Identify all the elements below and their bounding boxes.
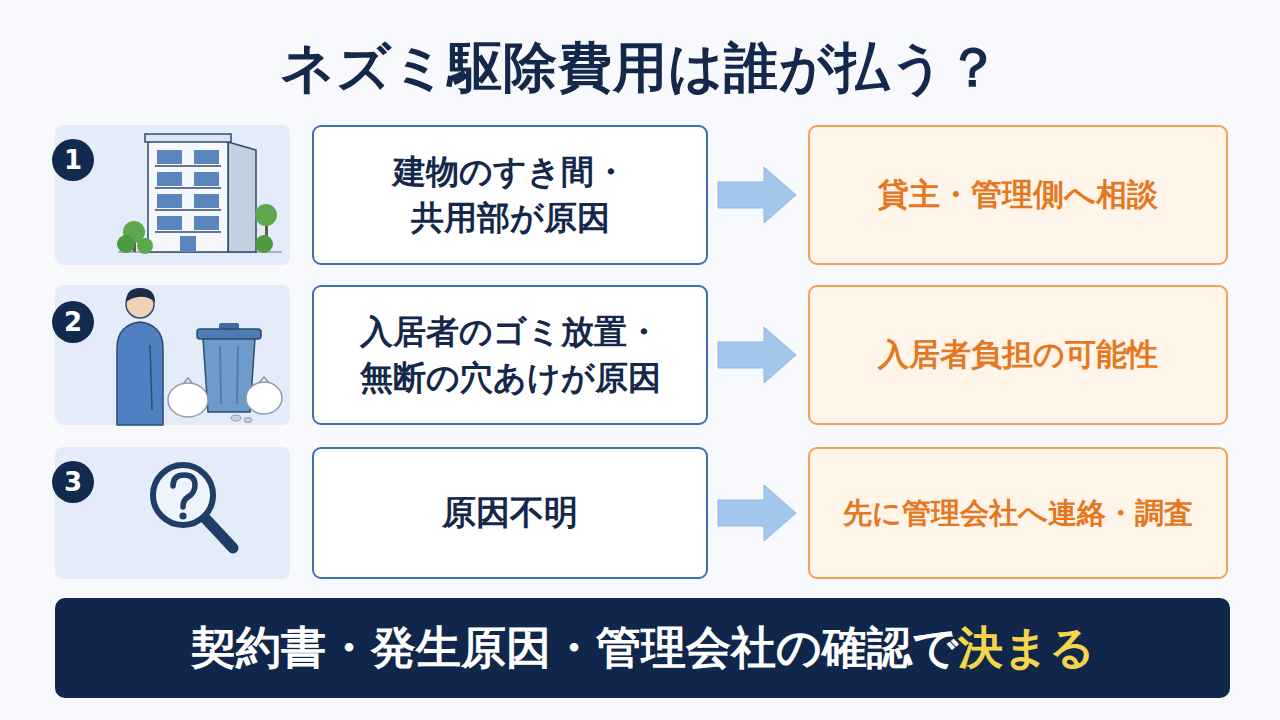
garbage-bag: [168, 383, 208, 417]
garbage-bag-tie: [183, 378, 193, 384]
trash-can-lid: [197, 329, 261, 339]
window: [194, 216, 219, 230]
magnifier-lens: [153, 465, 213, 525]
title-text: ネズミ駆除費用は誰が払う？: [0, 26, 1280, 110]
shrub: [255, 235, 273, 253]
cause-box: 建物のすき間・ 共用部が原因: [312, 125, 708, 265]
window: [194, 172, 219, 186]
illustration-panel: [55, 285, 290, 425]
shrub: [117, 235, 135, 253]
cause-text: 原因不明: [442, 489, 578, 537]
callout-number: 1: [52, 139, 94, 181]
outcome-box: 貸主・管理側へ相談: [808, 125, 1228, 265]
outcome-box: 入居者負担の可能性: [808, 285, 1228, 425]
summary-text: 契約書・発生原因・管理会社の確認で: [191, 621, 958, 675]
window: [194, 150, 219, 164]
cause-box: 入居者のゴミ放置・ 無断の穴あけが原因: [312, 285, 708, 425]
shrub: [137, 238, 153, 254]
question-glyph: [173, 475, 195, 507]
balcony-line: [155, 187, 221, 189]
window: [157, 194, 182, 208]
balcony-line: [155, 209, 221, 211]
window: [157, 150, 182, 164]
person-body: [117, 322, 163, 425]
illustration-panel: [55, 447, 290, 579]
summary-banner: 契約書・発生原因・管理会社の確認で決まる: [55, 598, 1230, 698]
building-illustration: [117, 134, 282, 254]
debris: [231, 415, 241, 421]
resident-illustration: [117, 288, 282, 425]
building-front: [148, 140, 228, 252]
person-hair: [126, 288, 155, 302]
person-arm: [150, 345, 152, 410]
callout-number: 2: [52, 301, 94, 343]
trash-can-rib: [220, 346, 221, 404]
entrance: [180, 236, 196, 252]
illustration-panel: [55, 125, 290, 265]
question-dot: [179, 512, 186, 519]
flow-arrow: [718, 327, 796, 383]
cause-box: 原因不明: [312, 447, 708, 579]
magnifier-illustration: [153, 465, 233, 548]
magnifier-handle: [205, 518, 233, 548]
outcome-text: 貸主・管理側へ相談: [878, 173, 1158, 216]
building-roof: [145, 134, 231, 142]
summary-text: 決まる: [958, 621, 1095, 675]
debris: [244, 418, 252, 423]
window: [157, 216, 182, 230]
window: [157, 172, 182, 186]
window: [194, 194, 219, 208]
flow-arrow: [718, 167, 796, 223]
tree: [255, 204, 277, 226]
balcony-line: [155, 231, 221, 233]
cause-text: 建物のすき間・ 共用部が原因: [328, 149, 692, 241]
outcome-text: 入居者負担の可能性: [878, 333, 1158, 376]
outcome-box: 先に管理会社へ連絡・調査: [808, 447, 1228, 579]
outcome-text: 先に管理会社へ連絡・調査: [843, 493, 1193, 534]
cause-text: 入居者のゴミ放置・ 無断の穴あけが原因: [328, 309, 692, 401]
building-side: [228, 142, 256, 252]
balcony-line: [155, 165, 221, 167]
trash-can-rib: [237, 346, 238, 404]
garbage-bag: [246, 382, 282, 414]
callout-number: 3: [52, 461, 94, 503]
garbage-bag-tie: [259, 377, 269, 383]
flow-arrow: [718, 485, 796, 541]
